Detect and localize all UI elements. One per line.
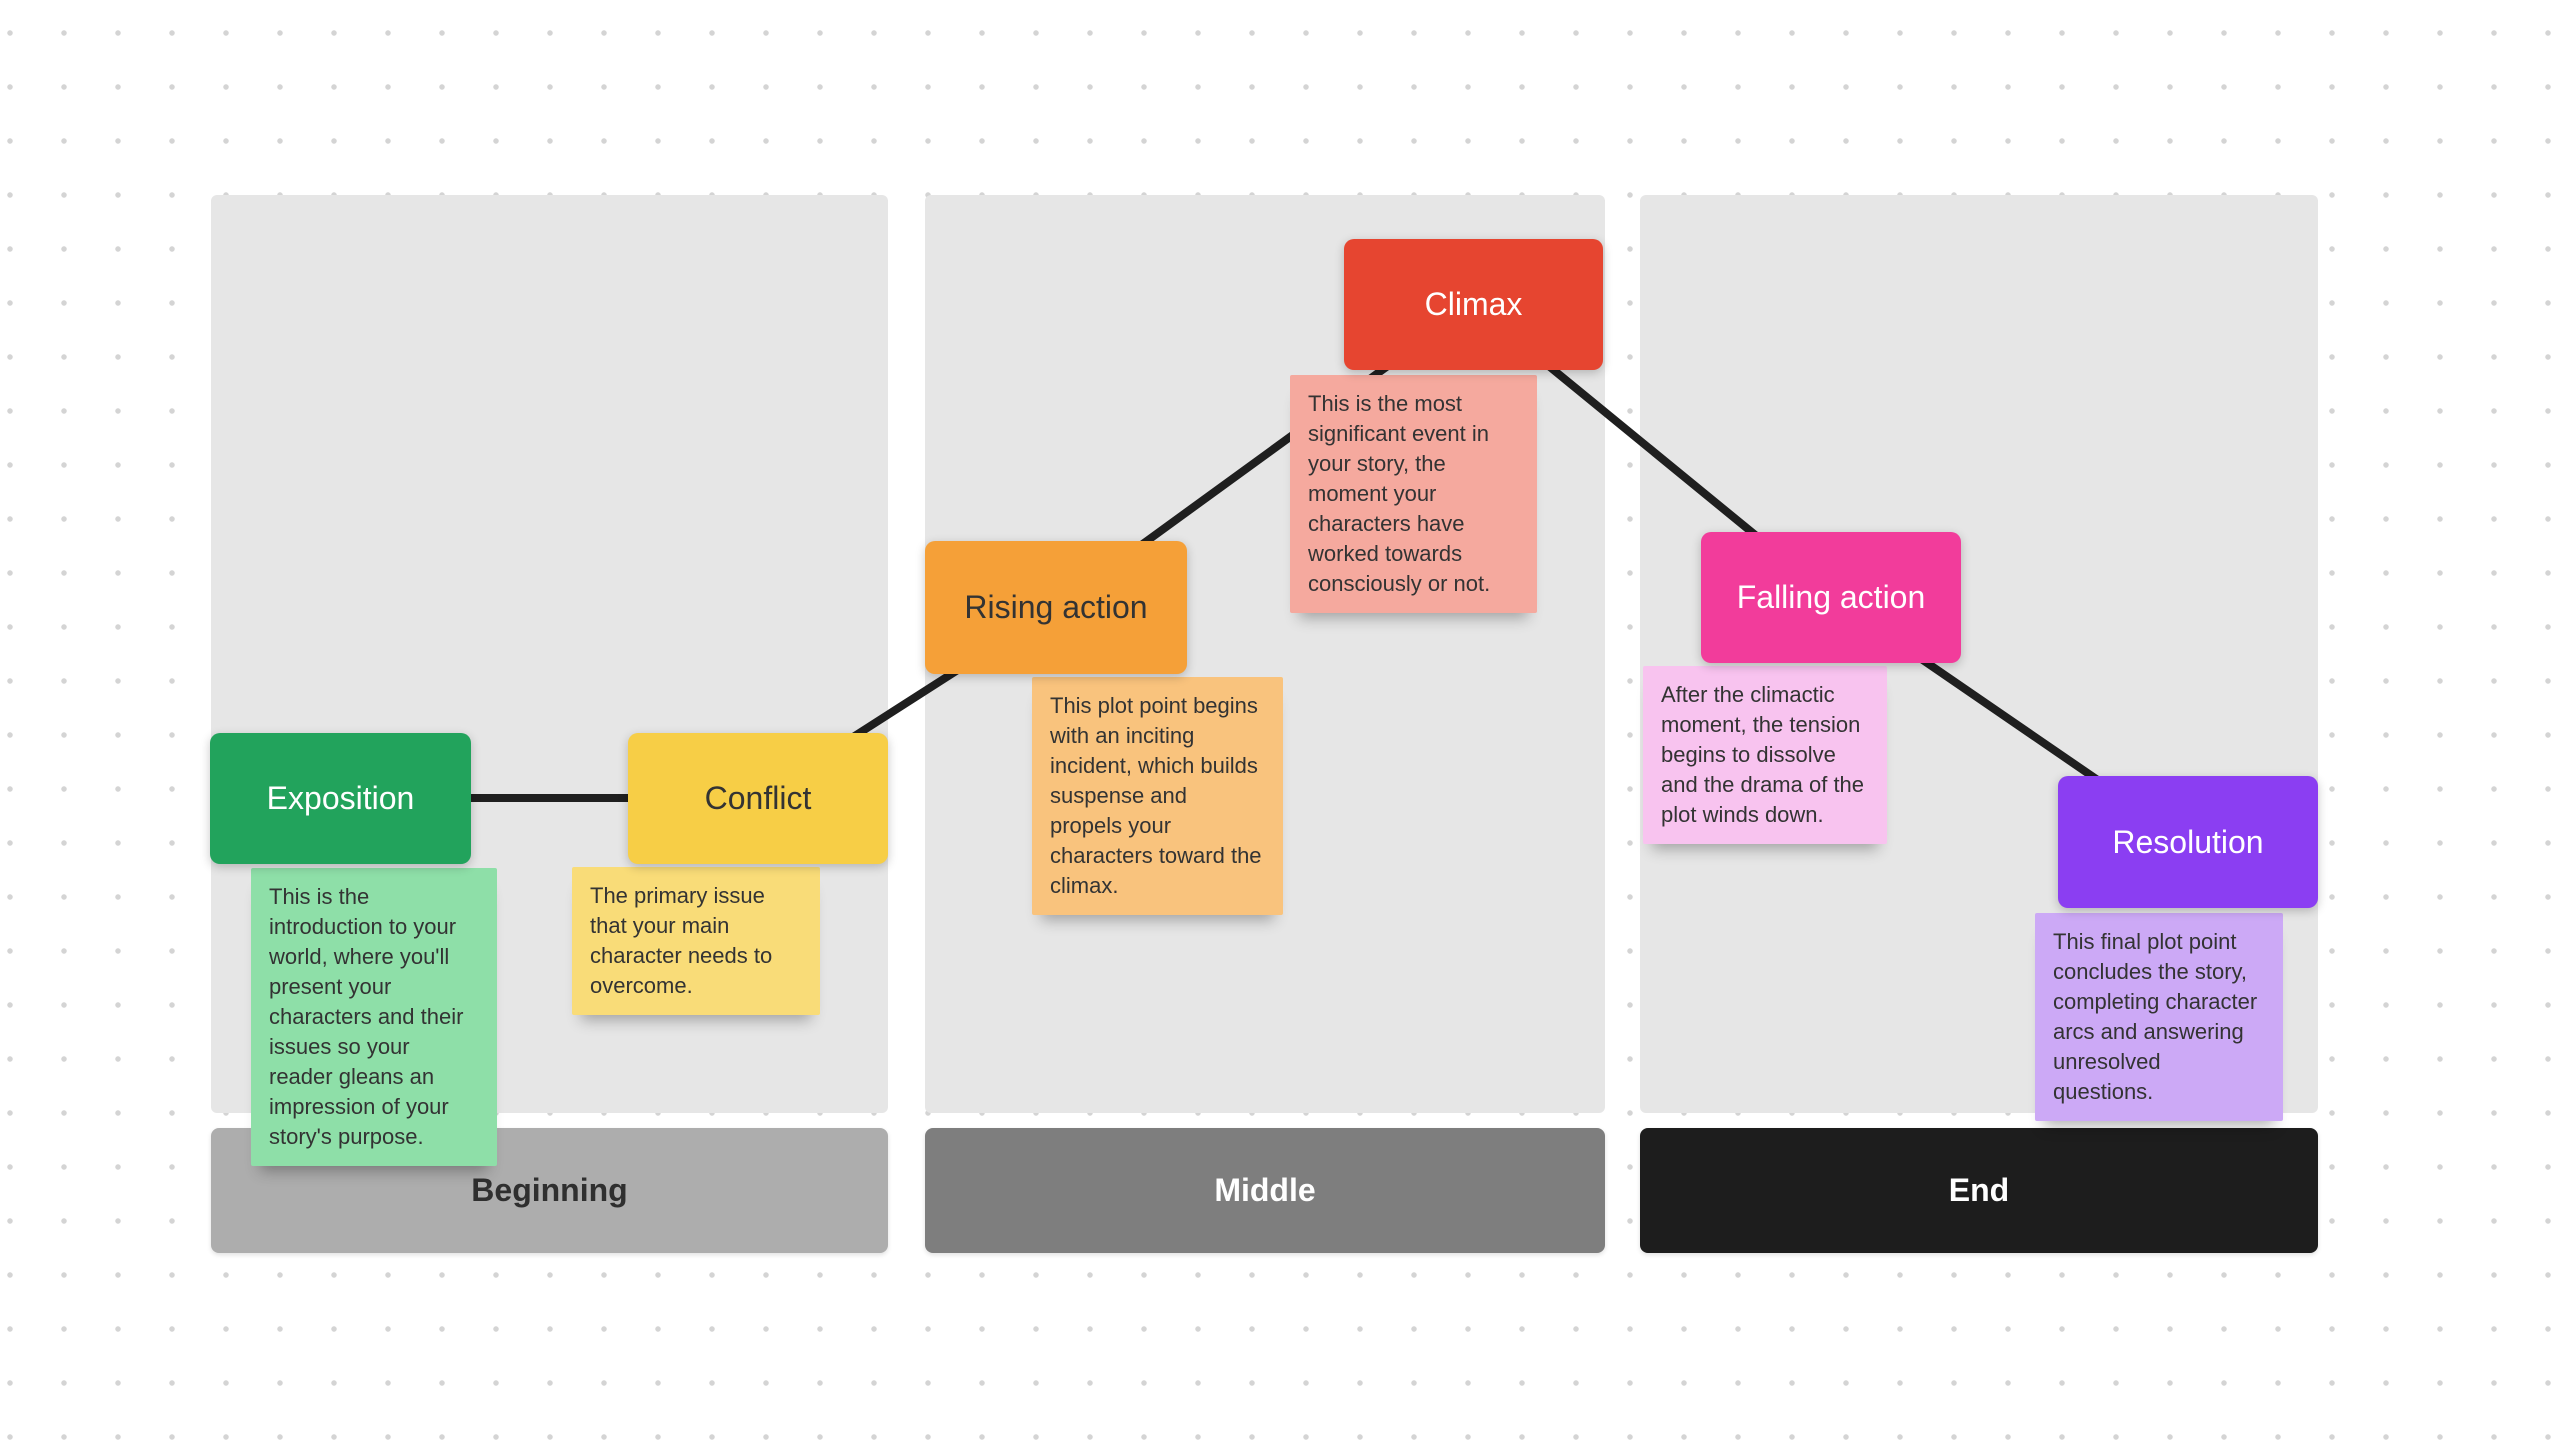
plot-point-falling-action[interactable]: Falling action	[1701, 532, 1961, 663]
sticky-note-rising-action[interactable]: This plot point begins with an inciting …	[1032, 677, 1283, 915]
plot-point-conflict[interactable]: Conflict	[628, 733, 888, 864]
plot-point-resolution[interactable]: Resolution	[2058, 776, 2318, 908]
plot-point-label: Exposition	[266, 780, 415, 816]
sticky-note-conflict[interactable]: The primary issue that your main charact…	[572, 867, 820, 1015]
plot-point-label: Conflict	[704, 780, 812, 816]
section-bar-middle[interactable]: Middle	[925, 1128, 1605, 1253]
sticky-note-climax[interactable]: This is the most significant event in yo…	[1290, 375, 1537, 613]
sticky-note-falling-action[interactable]: After the climactic moment, the tension …	[1643, 666, 1887, 844]
plot-point-exposition[interactable]: Exposition	[210, 733, 471, 864]
section-bar-label: Middle	[1214, 1172, 1316, 1208]
plot-point-label: Falling action	[1736, 579, 1926, 615]
sticky-note-resolution[interactable]: This final plot point concludes the stor…	[2035, 913, 2283, 1121]
plot-point-climax[interactable]: Climax	[1344, 239, 1603, 370]
plot-point-label: Climax	[1424, 286, 1523, 322]
section-bar-label: Beginning	[471, 1172, 628, 1208]
sticky-note-exposition[interactable]: This is the introduction to your world, …	[251, 868, 497, 1166]
plot-point-label: Resolution	[2112, 823, 2264, 860]
section-bar-label: End	[1948, 1172, 2010, 1208]
plot-point-rising-action[interactable]: Rising action	[925, 541, 1187, 674]
plot-point-label: Rising action	[964, 589, 1148, 625]
section-bar-end[interactable]: End	[1640, 1128, 2318, 1253]
